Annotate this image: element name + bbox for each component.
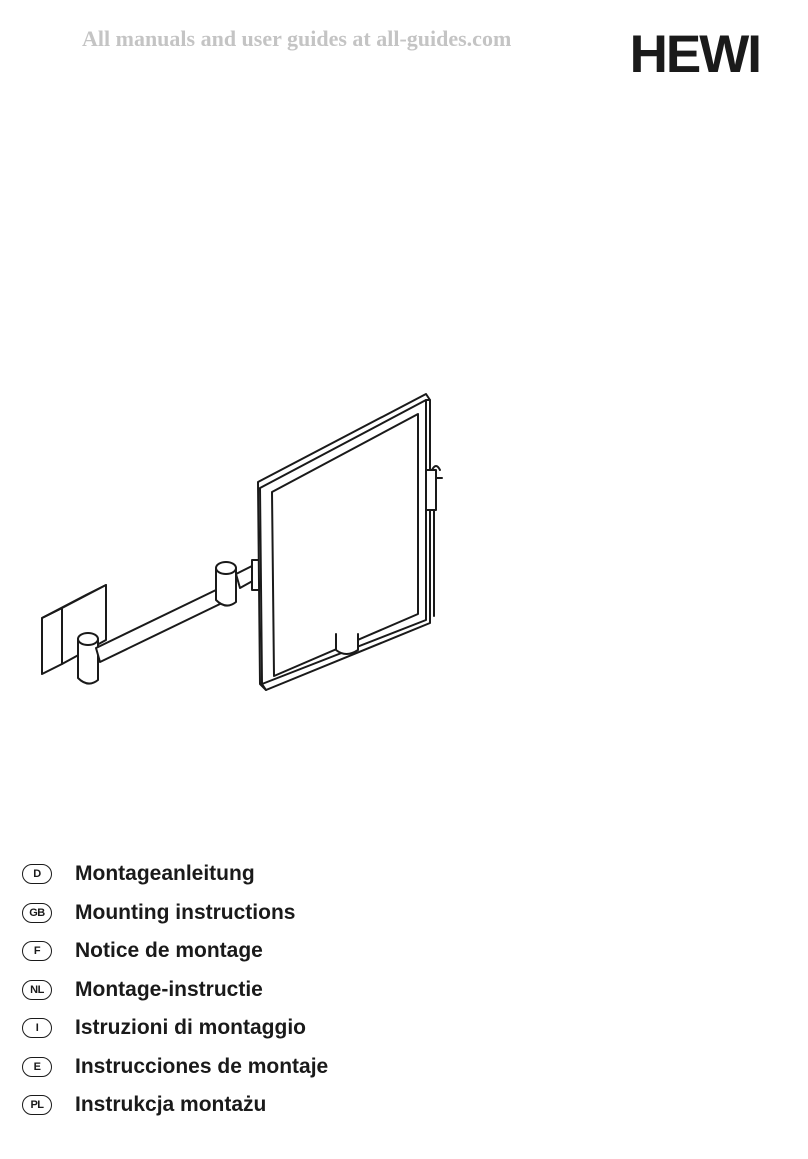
language-badge: F: [22, 941, 52, 962]
language-label: Notice de montage: [75, 939, 263, 963]
language-item-d: D Montageanleitung: [22, 855, 328, 894]
mirror-frame: [257, 393, 431, 691]
language-item-pl: PL Instrukcja montażu: [22, 1086, 328, 1125]
watermark-text: All manuals and user guides at all-guide…: [82, 26, 512, 51]
language-label: Mounting instructions: [75, 900, 296, 924]
language-badge: NL: [22, 979, 52, 1000]
language-badge: PL: [22, 1095, 52, 1116]
bottom-knuckle: [335, 633, 359, 655]
language-item-i: I Istruzioni di montaggio: [22, 1009, 328, 1048]
language-item-gb: GB Mounting instructions: [22, 894, 328, 933]
language-item-nl: NL Montage-instructie: [22, 971, 328, 1010]
language-label: Instrukcja montażu: [75, 1093, 267, 1117]
language-item-e: E Instrucciones de montaje: [22, 1048, 328, 1087]
language-badge: I: [22, 1018, 52, 1039]
lower-arm: [95, 589, 221, 663]
mirror-illustration: [41, 393, 443, 691]
side-pivot: [425, 465, 443, 617]
language-label: Montageanleitung: [75, 862, 255, 886]
language-label: Istruzioni di montaggio: [75, 1016, 306, 1040]
language-badge: E: [22, 1056, 52, 1077]
language-badge: D: [22, 864, 52, 885]
language-item-f: F Notice de montage: [22, 932, 328, 971]
language-list: D Montageanleitung GB Mounting instructi…: [22, 855, 328, 1125]
language-badge: GB: [22, 902, 52, 923]
language-label: Montage-instructie: [75, 977, 263, 1001]
brand-logo: HEWI: [629, 25, 762, 84]
base-knuckle: [77, 632, 99, 685]
language-label: Instrucciones de montaje: [75, 1054, 329, 1078]
